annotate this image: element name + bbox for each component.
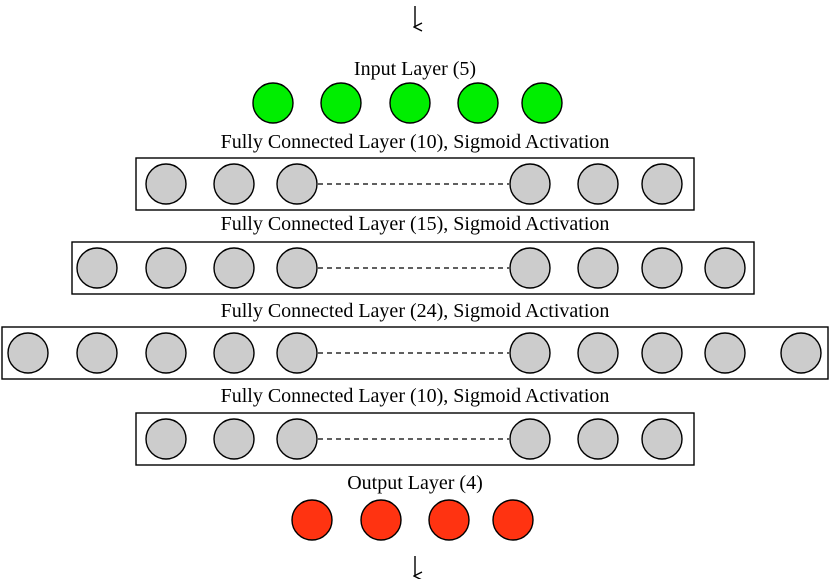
hidden-node [704,247,746,289]
input-node [252,82,294,124]
hidden-node [509,332,551,374]
output-layer-label: Output Layer (4) [347,472,483,494]
hidden-node [577,332,619,374]
layer-box [1,326,829,380]
input-node [389,82,431,124]
hidden-node [577,418,619,460]
fc-layer-1-label: Fully Connected Layer (10), Sigmoid Acti… [221,131,610,153]
hidden-node [213,418,255,460]
hidden-node [145,418,187,460]
hidden-node [577,163,619,205]
hidden-node [145,247,187,289]
input-node [320,82,362,124]
hidden-node [145,163,187,205]
hidden-node [213,247,255,289]
fc-layer-2-label: Fully Connected Layer (15), Sigmoid Acti… [221,213,610,235]
hidden-node [213,332,255,374]
hidden-node [509,247,551,289]
output-node [492,499,534,541]
hidden-node [641,163,683,205]
layer-box [71,241,755,295]
hidden-node [76,247,118,289]
fc-layer-1 [135,157,695,211]
output-node [291,499,333,541]
output-layer [291,499,534,541]
hidden-node [509,163,551,205]
input-layer [252,82,563,124]
input-node [457,82,499,124]
hidden-node [641,332,683,374]
fc-layer-4 [135,412,695,466]
hidden-node [7,332,49,374]
hidden-node [276,332,318,374]
hidden-node [213,163,255,205]
input-layer-label: Input Layer (5) [354,58,476,80]
hidden-node [577,247,619,289]
hidden-node [704,332,746,374]
fc-layer-2 [71,241,755,295]
hidden-node [641,418,683,460]
hidden-node [145,332,187,374]
hidden-node [76,332,118,374]
hidden-node [276,247,318,289]
hidden-node [780,332,822,374]
layer-box [135,157,695,211]
hidden-node [276,418,318,460]
output-node [428,499,470,541]
input-node [521,82,563,124]
layer-box [135,412,695,466]
fc-layer-3 [1,326,829,380]
fc-layer-4-label: Fully Connected Layer (10), Sigmoid Acti… [221,385,610,407]
hidden-node [641,247,683,289]
hidden-node [509,418,551,460]
output-node [360,499,402,541]
fc-layer-3-label: Fully Connected Layer (24), Sigmoid Acti… [221,300,610,322]
hidden-node [276,163,318,205]
